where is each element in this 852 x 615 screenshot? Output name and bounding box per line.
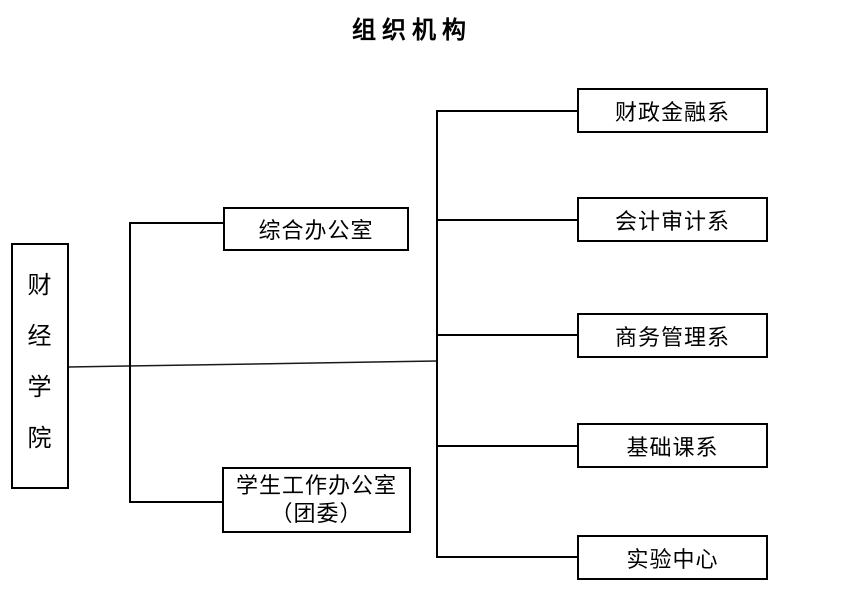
node-label: 基础课系	[626, 434, 719, 460]
node-dept-accounting-audit: 会计审计系	[577, 197, 768, 242]
root-char: 学	[27, 375, 53, 401]
node-student-work-office: 学生工作办公室 （团委）	[222, 467, 411, 533]
node-dept-business-management: 商务管理系	[577, 313, 768, 358]
page-title: 组织机构	[352, 18, 472, 44]
root-char: 经	[27, 324, 53, 350]
node-label-line2: （团委）	[270, 501, 363, 526]
node-general-office: 综合办公室	[223, 207, 409, 251]
node-finance-college: 财 经 学 院	[11, 243, 69, 489]
node-dept-finance: 财政金融系	[577, 88, 768, 133]
node-label: 综合办公室	[258, 218, 374, 243]
node-label: 商务管理系	[614, 324, 730, 350]
node-label: 学生工作办公室	[235, 473, 397, 498]
node-label: 实验中心	[626, 546, 719, 572]
node-label: 财政金融系	[614, 99, 730, 125]
node-label: 会计审计系	[614, 208, 730, 234]
root-char: 院	[27, 426, 53, 452]
node-dept-basic-courses: 基础课系	[577, 423, 768, 468]
node-experiment-center: 实验中心	[577, 535, 768, 580]
root-char: 财	[27, 273, 53, 299]
